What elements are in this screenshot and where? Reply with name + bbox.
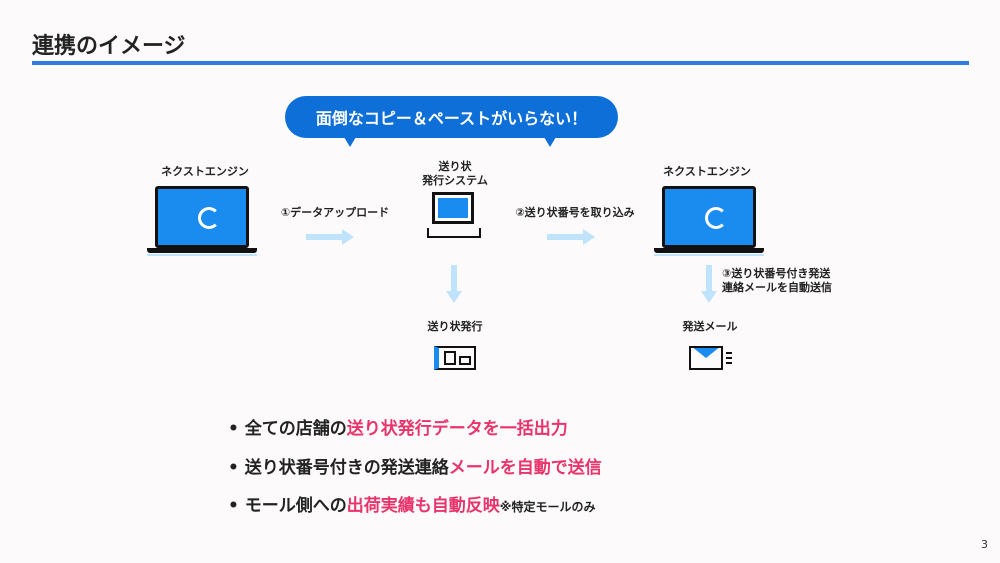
- node-label-left: ネクストエンジン: [161, 165, 249, 178]
- node-label-center: 送り状 発行システム: [422, 160, 488, 187]
- bullet-item: • 送り状番号付きの発送連絡メールを自動で送信: [228, 458, 602, 478]
- nextengine-logo-icon: [198, 207, 220, 229]
- bullet-item: • モール側への出荷実績も自動反映※特定モールのみ: [228, 496, 596, 516]
- arrow-right-icon: [547, 229, 595, 245]
- bubble-tail: [344, 137, 356, 147]
- shipping-label-icon: [434, 346, 476, 370]
- bullet-highlight: 出荷実績も自動反映: [346, 496, 500, 516]
- step-2-label: ②送り状番号を取り込み: [515, 206, 635, 219]
- callout-bubble: 面倒なコピー＆ペーストがいらない！: [285, 96, 618, 138]
- title-underline: [32, 61, 969, 65]
- arrow-down-icon: [446, 265, 462, 303]
- page-number: 3: [981, 538, 988, 551]
- bubble-tail: [544, 137, 556, 147]
- laptop-icon: [654, 186, 764, 256]
- bullet-highlight: 送り状発行データを一括出力: [346, 419, 568, 439]
- arrow-right-icon: [306, 229, 354, 245]
- bullet-highlight: メールを自動で送信: [448, 458, 602, 478]
- node-label-right: ネクストエンジン: [663, 165, 751, 178]
- mail-icon: [689, 346, 723, 370]
- bullet-item: • 全ての店舗の送り状発行データを一括出力: [228, 419, 568, 439]
- node-label-print: 送り状発行: [427, 320, 483, 333]
- laptop-icon: [147, 186, 257, 256]
- bullet-note: ※特定モールのみ: [499, 500, 596, 514]
- nextengine-logo-icon: [705, 207, 727, 229]
- arrow-down-icon: [701, 265, 717, 303]
- laptop-shipping-system-icon: [427, 192, 481, 240]
- mail-lines-icon: [726, 352, 732, 364]
- slide-title: 連携のイメージ: [32, 34, 186, 59]
- step-1-label: ①データアップロード: [280, 206, 390, 219]
- node-label-mail: 発送メール: [682, 320, 738, 333]
- step-3-label: ③送り状番号付き発送 連絡メールを自動送信: [722, 267, 832, 294]
